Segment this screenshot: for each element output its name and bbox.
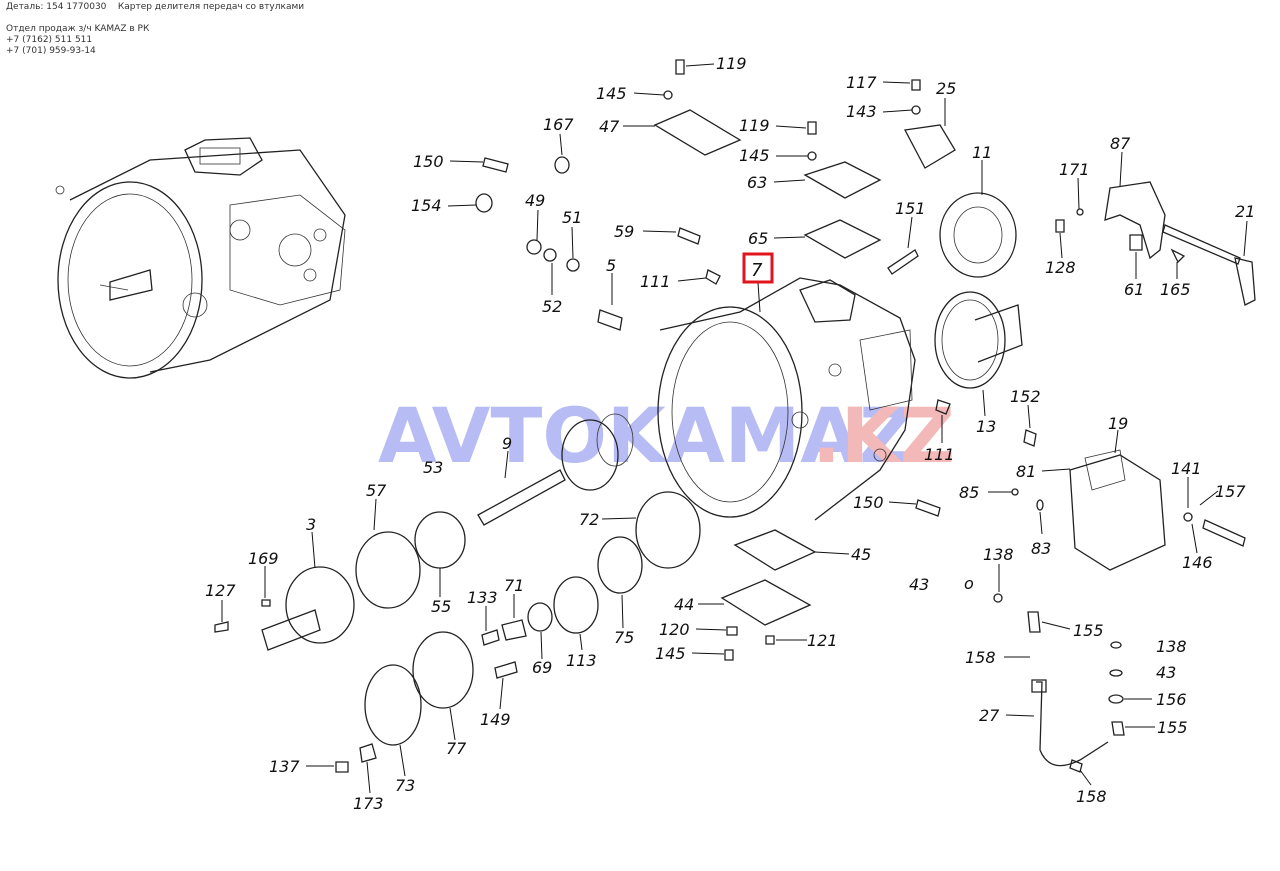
callout-85[interactable]: 85: [959, 483, 979, 502]
watermark: AVTOKAMAZ .KZ: [378, 391, 955, 480]
callout-145-b[interactable]: 145: [739, 146, 770, 165]
synchronizer-part-11: [939, 192, 1017, 278]
gaskets-and-covers: [261, 109, 882, 746]
callout-167[interactable]: 167: [543, 115, 574, 134]
callout-121[interactable]: 121: [807, 631, 838, 650]
callout-o[interactable]: o: [964, 574, 974, 593]
callout-151[interactable]: 151: [895, 199, 926, 218]
callout-45[interactable]: 45: [851, 545, 871, 564]
leader-lines: [221, 63, 1248, 794]
callout-119-b[interactable]: 119: [739, 116, 770, 135]
callout-55[interactable]: 55: [431, 597, 451, 616]
highlight-box: [742, 252, 774, 284]
callout-72[interactable]: 72: [579, 510, 599, 529]
callout-13[interactable]: 13: [976, 417, 996, 436]
callout-5[interactable]: 5: [606, 256, 616, 275]
phone-1: +7 (7162) 511 511: [6, 35, 93, 45]
callout-155[interactable]: 155: [1073, 621, 1104, 640]
callout-117[interactable]: 117: [846, 73, 877, 92]
callout-65[interactable]: 65: [748, 229, 768, 248]
callout-87[interactable]: 87: [1110, 134, 1131, 153]
callout-59[interactable]: 59: [614, 222, 634, 241]
input-shaft-part-9: [477, 413, 634, 526]
callout-11[interactable]: 11: [972, 143, 992, 162]
callout-3[interactable]: 3: [306, 515, 316, 534]
callout-171[interactable]: 171: [1059, 160, 1090, 179]
callout-113[interactable]: 113: [566, 651, 597, 670]
callout-57[interactable]: 57: [366, 481, 387, 500]
callout-143[interactable]: 143: [846, 102, 877, 121]
callout-44[interactable]: 44: [674, 595, 694, 614]
callout-158-b[interactable]: 158: [1076, 787, 1107, 806]
callout-158[interactable]: 158: [965, 648, 996, 667]
callout-154[interactable]: 154: [411, 196, 442, 215]
sales-department-line: Отдел продаж з/ч KAMAZ в РК: [6, 24, 150, 34]
callout-69[interactable]: 69: [532, 658, 552, 677]
callout-141[interactable]: 141: [1171, 459, 1202, 478]
callout-149[interactable]: 149: [480, 710, 511, 729]
callout-169[interactable]: 169: [248, 549, 279, 568]
assembled-gearbox-drawing: [55, 137, 346, 379]
highlight-part-7[interactable]: 7: [742, 252, 774, 284]
callout-75[interactable]: 75: [614, 628, 634, 647]
callout-111[interactable]: 111: [640, 272, 671, 291]
callout-52[interactable]: 52: [542, 297, 562, 316]
callout-49[interactable]: 49: [525, 191, 545, 210]
callout-145-c[interactable]: 145: [655, 644, 686, 663]
callout-150-b[interactable]: 150: [853, 493, 884, 512]
phone-2: +7 (701) 959-93-14: [6, 46, 96, 56]
callout-53[interactable]: 53: [423, 458, 443, 477]
callout-150[interactable]: 150: [413, 152, 444, 171]
callout-81[interactable]: 81: [1016, 462, 1036, 481]
divider-housing-part-7: [657, 277, 916, 521]
callout-63[interactable]: 63: [747, 173, 767, 192]
callout-128[interactable]: 128: [1045, 258, 1076, 277]
callout-119[interactable]: 119: [716, 54, 747, 73]
callout-73[interactable]: 73: [395, 776, 415, 795]
callout-146[interactable]: 146: [1182, 553, 1213, 572]
callout-127[interactable]: 127: [205, 581, 236, 600]
callout-25[interactable]: 25: [936, 79, 956, 98]
callout-19[interactable]: 19: [1108, 414, 1128, 433]
callout-77[interactable]: 77: [446, 739, 467, 758]
callout-155-b[interactable]: 155: [1157, 718, 1188, 737]
callout-120[interactable]: 120: [659, 620, 690, 639]
callout-83[interactable]: 83: [1031, 539, 1051, 558]
callout-43[interactable]: 43: [909, 575, 929, 594]
callout-51[interactable]: 51: [562, 208, 582, 227]
watermark-right: .KZ: [812, 391, 955, 480]
callout-137[interactable]: 137: [269, 757, 300, 776]
callout-27[interactable]: 27: [979, 706, 1000, 725]
callout-165[interactable]: 165: [1160, 280, 1191, 299]
label-7: 7: [751, 260, 763, 281]
callout-152[interactable]: 152: [1010, 387, 1041, 406]
callout-157[interactable]: 157: [1215, 482, 1246, 501]
callout-156[interactable]: 156: [1156, 690, 1187, 709]
page-header: Деталь: 154 1770030 Картер делителя пере…: [6, 2, 304, 57]
gear-part-13: [934, 291, 1023, 389]
callout-9[interactable]: 9: [502, 434, 512, 453]
detail-line: Деталь: 154 1770030 Картер делителя пере…: [6, 2, 305, 12]
callout-21[interactable]: 21: [1235, 202, 1255, 221]
watermark-left: AVTOKAMAZ: [378, 391, 914, 480]
callout-labels: 119 145 117 25 143 167 47 119 145 11 87 …: [205, 54, 1255, 813]
callout-133[interactable]: 133: [467, 588, 498, 607]
callout-173[interactable]: 173: [353, 794, 384, 813]
callout-138-b[interactable]: 138: [1156, 637, 1187, 656]
callout-71[interactable]: 71: [504, 576, 524, 595]
callout-138[interactable]: 138: [983, 545, 1014, 564]
callout-145[interactable]: 145: [596, 84, 627, 103]
callout-47[interactable]: 47: [599, 117, 620, 136]
callout-61[interactable]: 61: [1124, 280, 1144, 299]
callout-111-b[interactable]: 111: [924, 445, 955, 464]
callout-43-b[interactable]: 43: [1156, 663, 1176, 682]
